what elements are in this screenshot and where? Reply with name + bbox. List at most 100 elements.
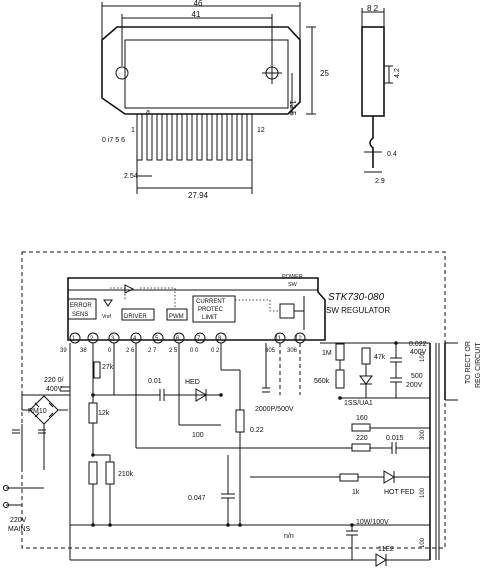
junction [91,393,95,397]
power-sw-transistor [279,303,295,319]
diode-hed-label: HED [185,379,200,386]
resistor-vr [88,461,98,485]
pwm-block [166,308,188,321]
pin-number: 3 [111,336,115,342]
dim-12-5: 12.5 [288,100,297,116]
pin-number: 7 [197,336,201,342]
bridge-diodes [34,402,54,418]
protect-block [192,295,236,323]
snubber-section: 1M 560k 47k 1SS/UA1 0.022 400V 500 200V [314,341,430,407]
r-1k-label: 1k [352,489,360,496]
junction-dots [91,341,398,527]
r-022-label: 0.22 [250,427,264,434]
resistor-560k [335,369,345,389]
tap-label-2: 300 [420,429,426,440]
driver-label: DRIVER [124,314,147,320]
vref-label: Vref [102,314,112,320]
r-12k-label: 12k [98,410,110,417]
r-1m-label: 1M [322,350,332,357]
junction [91,453,95,457]
resistor-160 [351,423,371,432]
pwm-label: PWM [169,314,184,320]
internal-wiring [110,287,280,312]
schematic: STK730-080 SW REGULATOR ERROR SENS Vref … [3,251,482,567]
tap-label-3: 100 [420,487,426,498]
dim-41: 41 [192,10,201,19]
pin-voltage: 0 0 [190,348,199,354]
c-500-label: 500 [411,373,423,380]
pin-leads [279,343,301,395]
r-47k-label: 47k [374,354,386,361]
d-11e2-label: 11E2 [378,546,394,553]
pin-circle[interactable] [69,332,81,344]
tap-label-1: 100 [420,351,426,362]
d-hotfed-label: HOT FED [384,489,415,496]
dim-27-94: 27.94 [188,191,209,200]
protect-label-1: CURRENT [196,299,226,305]
protect-label-2: PROTEC [198,307,224,313]
dim-46: 46 [194,0,203,8]
pin-number-labels: 1 2 3 4 5 6 7 8 11 12 [72,336,302,342]
pin-voltage: 0 [108,348,112,354]
mains-voltage: 220V [10,517,27,524]
input-section: RM10 220 0/ 400V 220V MAINS [3,343,71,533]
pin-voltage: 39 [60,348,67,354]
resistor-220 [351,443,371,452]
ic-pins [69,332,306,344]
pin-number: 1 [72,336,76,342]
internal-arrow [124,284,135,294]
to-rect-label-1: TO RECT OR [465,341,472,384]
ic-subtitle: SW REGULATOR [326,306,390,315]
side-body [361,26,385,117]
pin-voltage: 306 [287,348,298,354]
diode-hotfed [383,470,395,484]
pin-circle[interactable] [152,332,164,344]
c-0022-voltage: 400V [410,349,427,356]
pin-voltage: 305 [265,348,276,354]
pin-12-label: 12 [257,127,265,134]
driver-block [121,308,155,321]
n-label: n/n [284,533,294,540]
pin-number: 8 [218,336,222,342]
pin-number: 5 [155,336,159,342]
diode-11e2 [375,553,387,567]
bridge-label: RM10 [28,408,47,415]
resistor-1m [335,343,345,361]
package-inner-outline [124,39,289,109]
package-side-view: 8 2 4.2 0.4 2.9 [361,4,401,185]
pin-circle[interactable] [194,332,206,344]
input-cap-value: 220 0/ [44,377,64,384]
pin-number: 11 [275,336,282,342]
r-560k-label: 560k [314,378,330,385]
dim-hole: 0 i7 5 6 [102,137,125,144]
dim-25: 25 [320,69,329,78]
pin-1-label: 1 [131,127,135,134]
package-outline [101,26,301,115]
pin-voltage: 2 7 [148,348,157,354]
junction [91,523,95,527]
dim-4-2: 4.2 [394,68,401,78]
resistor-27k [93,361,101,379]
package-leads [136,113,253,161]
to-rect-label-2: REG CIRCUIT [475,342,482,388]
dim-2-54: 2.54 [124,173,138,180]
feedback-winding-network: 160 220 0.015 [135,343,430,454]
mains-label: MAINS [8,526,31,533]
mains-terminal[interactable] [3,502,9,508]
pin-voltage: 38 [80,348,87,354]
junction [219,393,223,397]
pin-voltage-labels: 39 38 0 2 6 2 7 2 5 0 0 0 2 305 306 [60,348,298,354]
dim-2-9: 2.9 [375,178,385,185]
pin-number: 4 [133,336,137,342]
dim-8-2: 8 2 [367,4,379,13]
pin-voltage: 2 6 [126,348,135,354]
dim-0-4: 0.4 [387,151,397,158]
pin-voltage: 2 5 [169,348,178,354]
c-0047-label: 0.047 [188,495,206,502]
r-210k-label: 210k [118,471,134,478]
power-sw-label-2: SW [288,282,298,288]
resistor-47k [361,347,371,365]
mains-terminal[interactable] [3,485,9,491]
error-sens-label-1: ERROR [70,303,92,309]
